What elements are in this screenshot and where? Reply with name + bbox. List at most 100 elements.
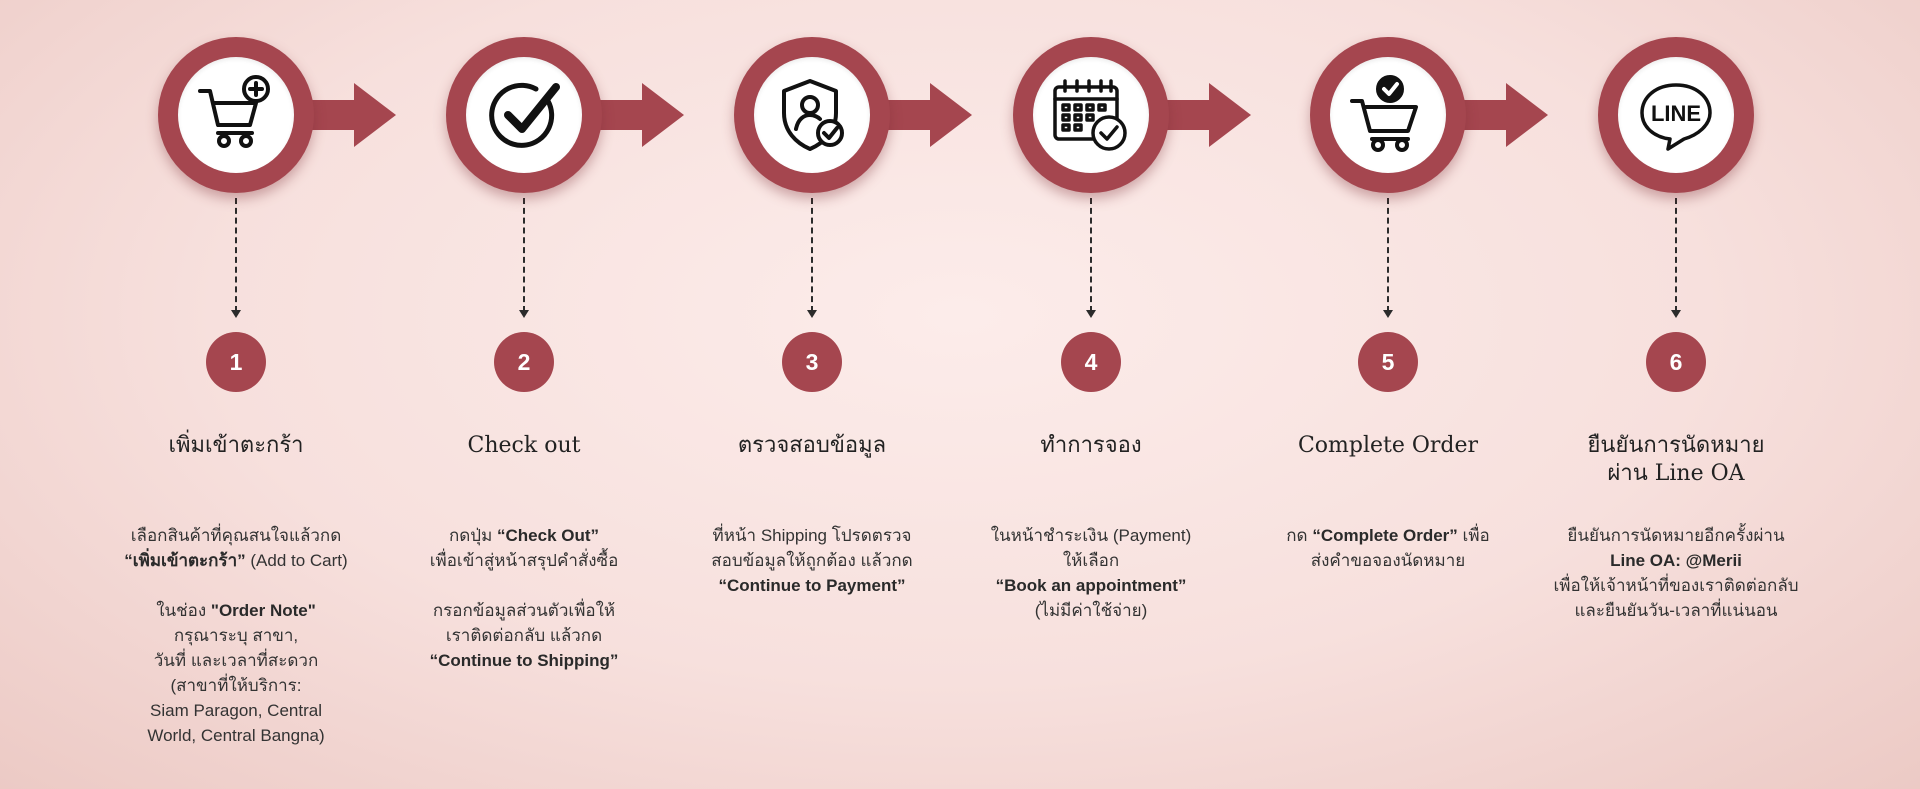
step-number-badge: 6 bbox=[1646, 332, 1706, 392]
desc-line: กดปุ่ม “Check Out” bbox=[384, 523, 664, 548]
step-icon-ring bbox=[1013, 37, 1169, 193]
desc-line: และยืนยันวัน-เวลาที่แน่นอน bbox=[1536, 598, 1816, 623]
step-icon-ring bbox=[446, 37, 602, 193]
desc-line: “Book an appointment” bbox=[951, 573, 1231, 598]
desc-text: และยืนยันวัน-เวลาที่แน่นอน bbox=[1574, 601, 1778, 620]
desc-line: กรุณาระบุ สาขา, bbox=[96, 623, 376, 648]
desc-text: กดปุ่ม bbox=[448, 526, 498, 545]
step-icon-ring bbox=[1310, 37, 1466, 193]
desc-line: วันที่ และเวลาที่สะดวก bbox=[96, 648, 376, 673]
desc-line: สอบข้อมูลให้ถูกต้อง แล้วกด bbox=[672, 548, 952, 573]
desc-text: “Book an appointment” bbox=[995, 576, 1187, 595]
step-6: LINE 6 ยืนยันการนัดหมายผ่าน Line OA ยืนย… bbox=[1536, 0, 1816, 789]
step-icon-ring bbox=[158, 37, 314, 193]
desc-text: World, Central Bangna) bbox=[147, 726, 325, 745]
arrow-down-icon bbox=[519, 310, 529, 318]
desc-line: เพื่อให้เจ้าหน้าที่ของเราติดต่อกลับ bbox=[1536, 573, 1816, 598]
checkmark-circle-icon bbox=[489, 82, 560, 148]
step-number-badge: 1 bbox=[206, 332, 266, 392]
line-logo-icon: LINE bbox=[1640, 83, 1712, 151]
step-title: ทำการจอง bbox=[951, 432, 1231, 460]
desc-line: ยืนยันการนัดหมายอีกครั้งผ่าน bbox=[1536, 523, 1816, 548]
shield-user-check-icon bbox=[782, 79, 844, 151]
step-title: เพิ่มเข้าตะกร้า bbox=[96, 432, 376, 460]
step-description: กด “Complete Order” เพื่อส่งคำขอจองนัดหม… bbox=[1248, 523, 1528, 573]
svg-text:LINE: LINE bbox=[1651, 101, 1701, 126]
desc-line: Siam Paragon, Central bbox=[96, 698, 376, 723]
step-number-badge: 4 bbox=[1061, 332, 1121, 392]
desc-text: “Check Out” bbox=[497, 526, 600, 545]
step-description: ที่หน้า Shipping โปรดตรวจสอบข้อมูลให้ถูก… bbox=[672, 523, 952, 598]
desc-text: ในหน้าชำระเงิน (Payment) bbox=[990, 526, 1192, 545]
desc-text: Siam Paragon, Central bbox=[150, 701, 322, 720]
step-title: Check out bbox=[384, 432, 664, 460]
step-title-line: Complete Order bbox=[1297, 433, 1479, 458]
step-description: กดปุ่ม “Check Out” เพื่อเข้าสู่หน้าสรุปคำ… bbox=[384, 523, 664, 673]
desc-text: (ไม่มีค่าใช้จ่าย) bbox=[1034, 601, 1148, 620]
step-title: Complete Order bbox=[1248, 432, 1528, 460]
desc-text: กด bbox=[1286, 526, 1313, 545]
desc-text: เลือกสินค้าที่คุณสนใจแล้วกด bbox=[130, 526, 342, 545]
step-1: 1 เพิ่มเข้าตะกร้า เลือกสินค้าที่คุณสนใจแ… bbox=[96, 0, 396, 789]
arrow-down-icon bbox=[1086, 310, 1096, 318]
desc-line: กด “Complete Order” เพื่อ bbox=[1248, 523, 1528, 548]
step-4: 4 ทำการจอง ในหน้าชำระเงิน (Payment) ให้เล… bbox=[951, 0, 1251, 789]
step-title: ตรวจสอบข้อมูล bbox=[672, 432, 952, 460]
desc-line: Line OA: @Merii bbox=[1536, 548, 1816, 573]
desc-line: ให้เลือก bbox=[951, 548, 1231, 573]
step-title: ยืนยันการนัดหมายผ่าน Line OA bbox=[1536, 432, 1816, 488]
desc-text: “Complete Order” bbox=[1312, 526, 1458, 545]
dashed-connector bbox=[1387, 198, 1389, 312]
step-icon-ring: LINE bbox=[1598, 37, 1754, 193]
step-icon-ring bbox=[734, 37, 890, 193]
dashed-connector bbox=[523, 198, 525, 312]
step-title-line: ตรวจสอบข้อมูล bbox=[737, 433, 887, 458]
cart-check-icon bbox=[1350, 75, 1418, 152]
desc-text: (สาขาที่ให้บริการ: bbox=[170, 676, 302, 695]
desc-text: ที่หน้า Shipping โปรดตรวจ bbox=[712, 526, 912, 545]
desc-text: Line OA: @Merii bbox=[1610, 551, 1742, 570]
desc-line: “Continue to Payment” bbox=[672, 573, 952, 598]
desc-line: เราติดต่อกลับ แล้วกด bbox=[384, 623, 664, 648]
step-title-line: Check out bbox=[467, 433, 581, 458]
calendar-check-icon bbox=[1053, 79, 1127, 151]
desc-text: เพื่อให้เจ้าหน้าที่ของเราติดต่อกลับ bbox=[1553, 576, 1799, 595]
desc-line: ในช่อง "Order Note" bbox=[96, 598, 376, 623]
desc-text: “Continue to Shipping” bbox=[429, 651, 619, 670]
step-3: 3 ตรวจสอบข้อมูล ที่หน้า Shipping โปรดตรว… bbox=[672, 0, 972, 789]
step-title-line: ทำการจอง bbox=[1040, 433, 1142, 458]
desc-text: สอบข้อมูลให้ถูกต้อง แล้วกด bbox=[711, 551, 913, 570]
dashed-connector bbox=[811, 198, 813, 312]
desc-text: “เพิ่มเข้าตะกร้า” bbox=[124, 551, 246, 570]
dashed-connector bbox=[235, 198, 237, 312]
desc-text: กรุณาระบุ สาขา, bbox=[173, 626, 299, 645]
desc-line: (ไม่มีค่าใช้จ่าย) bbox=[951, 598, 1231, 623]
desc-line: ส่งคำขอจองนัดหมาย bbox=[1248, 548, 1528, 573]
step-2: 2 Check out กดปุ่ม “Check Out” เพื่อเข้าส… bbox=[384, 0, 684, 789]
desc-text: กรอกข้อมูลส่วนตัวเพื่อให้ bbox=[432, 601, 616, 620]
step-5: 5 Complete Order กด “Complete Order” เพื… bbox=[1248, 0, 1548, 789]
desc-line bbox=[96, 573, 376, 598]
arrow-down-icon bbox=[231, 310, 241, 318]
desc-line: World, Central Bangna) bbox=[96, 723, 376, 748]
desc-line: กรอกข้อมูลส่วนตัวเพื่อให้ bbox=[384, 598, 664, 623]
arrow-down-icon bbox=[807, 310, 817, 318]
desc-text: (Add to Cart) bbox=[245, 551, 348, 570]
desc-text: เพื่อเข้าสู่หน้าสรุปคำสั่งซื้อ bbox=[429, 551, 619, 570]
desc-line: เพื่อเข้าสู่หน้าสรุปคำสั่งซื้อ bbox=[384, 548, 664, 573]
desc-line: “เพิ่มเข้าตะกร้า” (Add to Cart) bbox=[96, 548, 376, 573]
desc-text: ในช่อง bbox=[156, 601, 211, 620]
desc-line bbox=[384, 573, 664, 598]
desc-text: “Continue to Payment” bbox=[718, 576, 906, 595]
cart-plus-icon bbox=[198, 75, 270, 148]
step-number-badge: 5 bbox=[1358, 332, 1418, 392]
desc-line: เลือกสินค้าที่คุณสนใจแล้วกด bbox=[96, 523, 376, 548]
step-description: ยืนยันการนัดหมายอีกครั้งผ่าน Line OA: @Me… bbox=[1536, 523, 1816, 623]
dashed-connector bbox=[1675, 198, 1677, 312]
step-number-badge: 2 bbox=[494, 332, 554, 392]
arrow-down-icon bbox=[1671, 310, 1681, 318]
desc-text: เราติดต่อกลับ แล้วกด bbox=[445, 626, 603, 645]
desc-text: เพื่อ bbox=[1457, 526, 1490, 545]
desc-line: ในหน้าชำระเงิน (Payment) bbox=[951, 523, 1231, 548]
desc-line: (สาขาที่ให้บริการ: bbox=[96, 673, 376, 698]
